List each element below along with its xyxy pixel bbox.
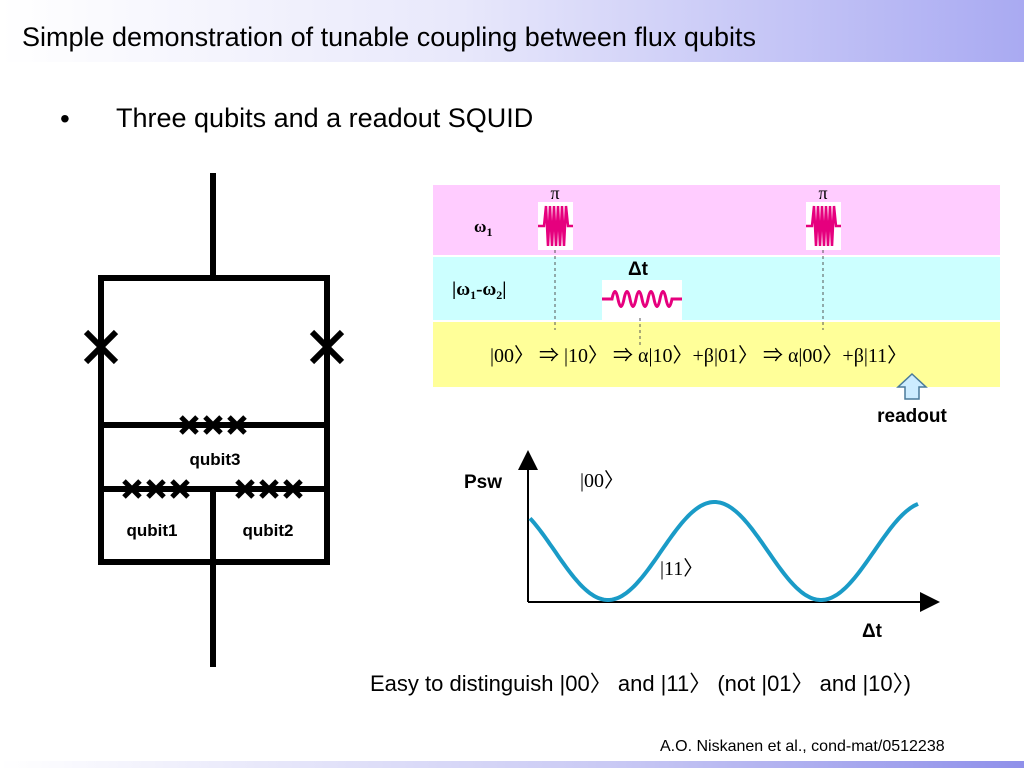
readout-label: readout — [877, 406, 947, 427]
squid-circuit — [98, 173, 330, 667]
peak-state-label: |00〉 — [580, 470, 624, 492]
readout-arrow-icon — [896, 372, 928, 400]
bullet-text: Three qubits and a readout SQUID — [116, 103, 534, 133]
pi-label-1: π — [550, 183, 559, 203]
qubit3-junctions — [179, 415, 247, 435]
pi-pulse-1 — [538, 202, 573, 250]
state-sequence: |00〉 ⇒ |10〉 ⇒ α|10〉+β|01〉 ⇒ α|00〉+β|11〉 — [490, 345, 907, 367]
qubit3-label: qubit3 — [190, 450, 241, 469]
pi-pulse-2 — [806, 202, 841, 250]
title-bar: Simple demonstration of tunable coupling… — [0, 0, 1024, 62]
coupling-pulse — [602, 280, 682, 320]
qubit2-junctions — [235, 479, 303, 499]
slide-title: Simple demonstration of tunable coupling… — [22, 22, 756, 52]
pi-label-2: π — [818, 183, 827, 203]
trough-state-label: |11〉 — [660, 558, 703, 580]
bullet-marker: • — [60, 103, 70, 134]
row1-label: ω1 — [474, 217, 492, 239]
omega-diff-row-band — [433, 257, 1000, 320]
psw-oscillation-curve — [528, 500, 919, 603]
conclusion-text: Easy to distinguish |00〉 and |11〉 (not |… — [370, 671, 911, 696]
row2-label: |ω1-ω2| — [452, 279, 506, 302]
qubit1-label: qubit1 — [127, 521, 178, 540]
squid-junction-right — [309, 329, 345, 365]
graph-xlabel: Δt — [862, 621, 883, 642]
timing-guides — [554, 250, 824, 345]
citation-text: A.O. Niskanen et al., cond-mat/0512238 — [660, 738, 945, 755]
bottom-bar — [0, 761, 1024, 768]
omega1-row-band — [433, 185, 1000, 255]
qubit2-label: qubit2 — [243, 521, 294, 540]
state-row-band — [433, 322, 1000, 387]
graph-ylabel: Psw — [464, 472, 502, 493]
squid-junction-left — [83, 329, 119, 365]
delta-t-pulse-label: Δt — [628, 259, 649, 280]
qubit1-junctions — [122, 479, 190, 499]
